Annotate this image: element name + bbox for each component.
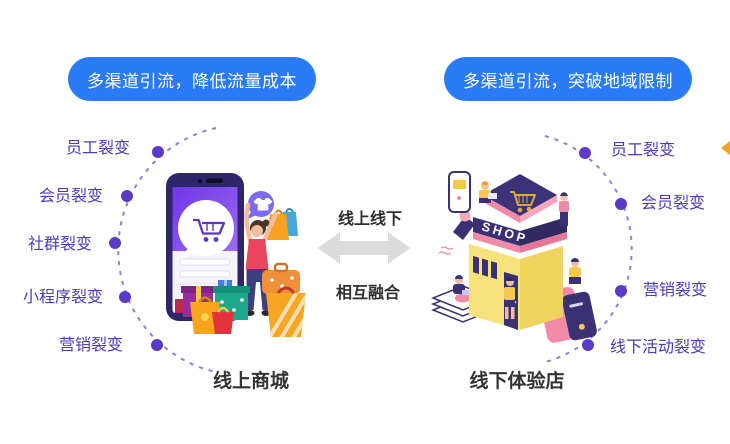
- arc-dot: [119, 291, 131, 303]
- right-banner: 多渠道引流，突破地域限制: [444, 57, 692, 101]
- tshirt-bubble: [246, 191, 274, 220]
- left-label-miniprogram-fission: 小程序裂变: [22, 289, 103, 306]
- hand-with-phone: [448, 171, 475, 240]
- held-shopping-bags: [267, 208, 298, 240]
- person-climbing-right: [559, 192, 569, 226]
- shopping-cart-icon: [193, 218, 226, 242]
- woman-shopper: [244, 202, 279, 316]
- caption-online-mall: 线上商城: [212, 371, 289, 392]
- pink-squiggles: [438, 246, 454, 255]
- roof-cart shopping-cart-icon: [510, 191, 536, 213]
- right-label-marketing-fission: 营销裂变: [643, 282, 708, 299]
- isometric-shop-illustration: SHOP: [430, 171, 597, 343]
- arc-dot: [121, 190, 133, 202]
- right-label-member-fission: 会员裂变: [641, 195, 706, 212]
- left-label-employee-fission: 员工裂变: [65, 140, 130, 157]
- left-label-community-fission: 社群裂变: [27, 236, 92, 253]
- left-label-marketing-fission: 营销裂变: [58, 337, 123, 354]
- arc-dot: [615, 285, 627, 297]
- left-dashed-arc: [117, 127, 217, 373]
- arc-dot: [582, 339, 594, 351]
- arc-dot: [109, 237, 121, 249]
- arc-dot: [579, 147, 591, 159]
- arc-dot: [151, 339, 163, 351]
- person-on-roof: [479, 181, 497, 203]
- orange-pointer-icon: [721, 141, 730, 155]
- double-arrow-icon: [318, 232, 410, 264]
- gift-boxes-and-bags: [175, 262, 306, 337]
- person-on-cards: [569, 258, 581, 284]
- left-banner: 多渠道引流，降低流量成本: [68, 57, 316, 101]
- right-label-employee-fission: 员工裂变: [611, 142, 676, 159]
- center-text-mutual-fusion: 相互融合: [335, 285, 400, 302]
- smartphone-shopping-illustration: [166, 173, 306, 337]
- arc-dot: [615, 198, 627, 210]
- tshirt-icon: [253, 198, 273, 211]
- left-label-member-fission: 会员裂变: [38, 188, 103, 205]
- person-at-door: [504, 277, 516, 322]
- arc-dot: [152, 146, 164, 158]
- cart-bubble: [178, 200, 234, 260]
- caption-offline-store: 线下体验店: [469, 371, 565, 392]
- right-label-offline-activity-fission: 线下活动裂变: [610, 339, 707, 356]
- center-text-online-offline: 线上线下: [337, 211, 402, 228]
